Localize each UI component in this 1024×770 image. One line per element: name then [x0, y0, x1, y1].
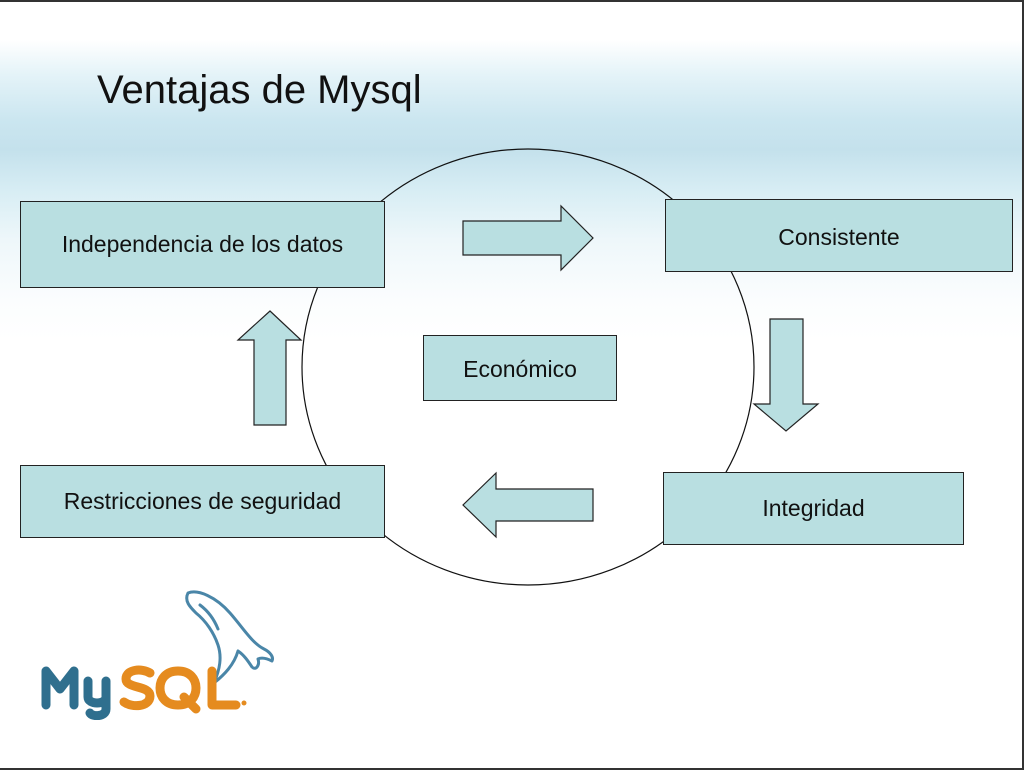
node-consistente-label: Consistente [778, 224, 900, 250]
node-consistente: Consistente [665, 199, 1013, 272]
node-restricciones: Restricciones de seguridad [20, 465, 385, 538]
mysql-logo [41, 590, 274, 720]
arrow-left [462, 471, 594, 539]
dolphin-icon [185, 590, 274, 685]
node-independencia-label: Independencia de los datos [61, 231, 344, 257]
arrow-down [752, 318, 820, 432]
node-economico-label: Económico [463, 356, 577, 382]
node-integridad-label: Integridad [762, 495, 865, 521]
node-integridad: Integridad [663, 472, 964, 545]
node-economico: Económico [423, 335, 617, 401]
arrow-right [462, 204, 594, 272]
cycle-ring [301, 148, 755, 586]
node-restricciones-label: Restricciones de seguridad [63, 488, 342, 514]
node-independencia: Independencia de los datos [20, 201, 385, 288]
slide-title: Ventajas de Mysql [97, 68, 422, 112]
arrow-up [236, 310, 303, 426]
